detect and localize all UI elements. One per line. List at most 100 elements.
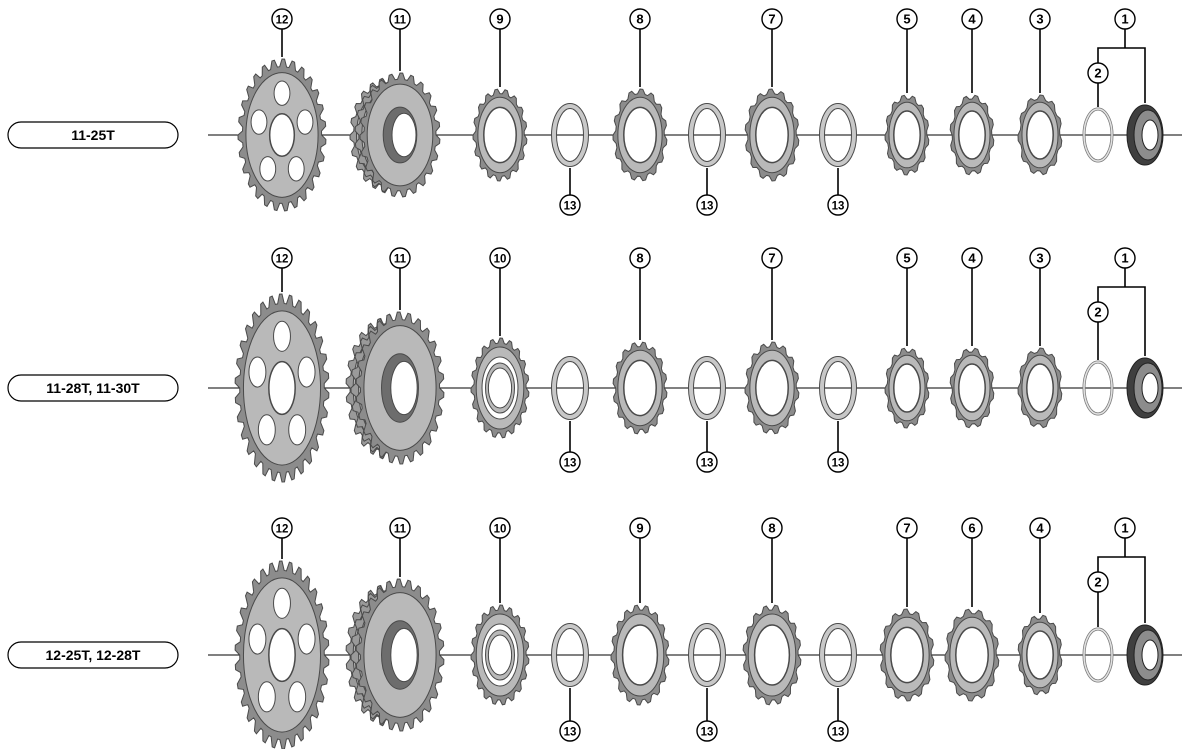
part-lockring-group-1-callout-number: 1 bbox=[1121, 12, 1128, 27]
part-sprocket-12-cutout bbox=[274, 588, 291, 618]
part-sprocket-12-cutout bbox=[289, 415, 306, 445]
part-lockring-group-1-sub-callout: 2 bbox=[1088, 302, 1108, 322]
part-sprocket-12-cutout bbox=[260, 157, 276, 181]
part-sprocket-12: 12 bbox=[235, 518, 329, 749]
part-sprocket-8: 8 bbox=[613, 248, 667, 434]
part-spacer-13-callout: 13 bbox=[560, 195, 580, 215]
part-sprocket-7-bore bbox=[891, 627, 923, 682]
part-spacer-13: 13 bbox=[822, 359, 854, 472]
part-spacer-13-callout: 13 bbox=[697, 452, 717, 472]
part-sprocket-12-cutout bbox=[288, 157, 304, 181]
part-spacer-13: 13 bbox=[691, 106, 723, 215]
part-spacer-13-callout: 13 bbox=[828, 195, 848, 215]
part-lockring-group-1-sub-callout-number: 2 bbox=[1094, 575, 1101, 590]
part-sprocket-12-callout: 12 bbox=[272, 9, 292, 29]
part-block-11-bore bbox=[392, 113, 416, 156]
part-sprocket-12: 12 bbox=[235, 248, 329, 482]
part-sprocket-10-callout-number: 10 bbox=[494, 254, 507, 266]
part-spacer-13-callout-number: 13 bbox=[832, 201, 845, 213]
part-sprocket-10-callout: 10 bbox=[490, 248, 510, 268]
part-sprocket-9: 9 bbox=[473, 9, 527, 181]
part-spacer-13-callout: 13 bbox=[560, 721, 580, 741]
part-lockring-group-1-lockring-bore bbox=[1142, 120, 1158, 150]
part-lockring-group-1-callout-number: 1 bbox=[1121, 521, 1128, 536]
part-sprocket-6-callout: 6 bbox=[962, 518, 982, 538]
part-lockring-group-1-bracket bbox=[1098, 557, 1145, 627]
part-sprocket-4: 4 bbox=[950, 9, 994, 175]
part-sprocket-4-bore bbox=[959, 111, 985, 159]
part-block-11-callout-number: 11 bbox=[394, 254, 407, 266]
part-block-11-callout: 11 bbox=[390, 518, 410, 538]
part-sprocket-8-callout-number: 8 bbox=[636, 251, 643, 266]
part-sprocket-7: 7 bbox=[880, 518, 934, 701]
part-sprocket-12-callout: 12 bbox=[272, 518, 292, 538]
part-sprocket-5-bore bbox=[894, 364, 920, 412]
part-sprocket-3-callout-number: 3 bbox=[1036, 12, 1043, 27]
part-sprocket-9-callout-number: 9 bbox=[636, 521, 643, 536]
part-sprocket-3-bore bbox=[1027, 111, 1053, 159]
part-sprocket-8-bore bbox=[624, 360, 656, 415]
part-lockring-group-1-callout: 1 bbox=[1115, 248, 1135, 268]
part-sprocket-5-callout-number: 5 bbox=[903, 12, 910, 27]
part-lockring-group-1: 12 bbox=[1084, 248, 1163, 418]
part-sprocket-12-callout-number: 12 bbox=[276, 524, 289, 536]
part-sprocket-5-bore bbox=[894, 111, 920, 159]
part-spacer-13: 13 bbox=[822, 106, 854, 215]
part-lockring-group-1-lockring-bore bbox=[1142, 373, 1158, 403]
part-block-11-callout-number: 11 bbox=[394, 15, 407, 27]
part-sprocket-12-cutout bbox=[298, 624, 315, 654]
part-sprocket-8-callout-number: 8 bbox=[636, 12, 643, 27]
part-sprocket-7-callout: 7 bbox=[897, 518, 917, 538]
part-lockring-group-1: 12 bbox=[1084, 9, 1163, 165]
part-sprocket-10-bore bbox=[488, 368, 511, 408]
part-sprocket-7-callout: 7 bbox=[762, 9, 782, 29]
part-sprocket-5: 5 bbox=[885, 248, 929, 428]
part-sprocket-4: 4 bbox=[950, 248, 994, 428]
part-block-11-callout: 11 bbox=[390, 248, 410, 268]
part-sprocket-3: 3 bbox=[1018, 248, 1062, 428]
part-sprocket-8-callout: 8 bbox=[630, 9, 650, 29]
part-lockring-group-1-sub-callout: 2 bbox=[1088, 572, 1108, 592]
part-sprocket-8-callout: 8 bbox=[630, 248, 650, 268]
part-sprocket-12-cutout bbox=[274, 81, 290, 105]
part-lockring-group-1-sub-callout-number: 2 bbox=[1094, 66, 1101, 81]
part-spacer-13: 13 bbox=[691, 626, 723, 741]
part-sprocket-4-callout-number: 4 bbox=[968, 12, 976, 27]
part-sprocket-5: 5 bbox=[885, 9, 929, 175]
part-spacer-13: 13 bbox=[554, 106, 586, 215]
ratio-label: 12-25T, 12-28T bbox=[8, 642, 178, 668]
part-sprocket-9-callout-number: 9 bbox=[496, 12, 503, 27]
part-spacer-13-callout-number: 13 bbox=[564, 201, 577, 213]
part-sprocket-7-callout: 7 bbox=[762, 248, 782, 268]
cassette-row-1: 11-25T121191381371354312 bbox=[8, 9, 1182, 215]
part-block-11-callout-number: 11 bbox=[394, 524, 407, 536]
part-sprocket-12-bore bbox=[269, 362, 295, 415]
part-sprocket-5-callout-number: 5 bbox=[903, 251, 910, 266]
part-spacer-13-callout: 13 bbox=[560, 452, 580, 472]
part-spacer-13-callout-number: 13 bbox=[564, 727, 577, 739]
part-sprocket-10-callout-number: 10 bbox=[494, 524, 507, 536]
part-sprocket-12-cutout bbox=[258, 415, 275, 445]
part-lockring-group-1-bracket bbox=[1098, 287, 1145, 360]
part-sprocket-7-callout-number: 7 bbox=[903, 521, 910, 536]
part-sprocket-4-bore bbox=[1027, 631, 1053, 679]
part-sprocket-6-callout-number: 6 bbox=[968, 521, 975, 536]
part-sprocket-12-cutout bbox=[289, 682, 306, 712]
part-sprocket-8-bore bbox=[624, 107, 656, 162]
part-spacer-13-callout-number: 13 bbox=[701, 458, 714, 470]
part-lockring-group-1-callout: 1 bbox=[1115, 9, 1135, 29]
part-sprocket-7: 7 bbox=[745, 9, 799, 181]
part-sprocket-4-callout: 4 bbox=[1030, 518, 1050, 538]
part-sprocket-7-bore bbox=[756, 107, 788, 162]
part-spacer-13-callout: 13 bbox=[828, 721, 848, 741]
part-sprocket-8: 8 bbox=[613, 9, 667, 181]
part-sprocket-12: 12 bbox=[238, 9, 326, 211]
part-spacer-13-callout: 13 bbox=[697, 721, 717, 741]
part-lockring-group-1-lockring-bore bbox=[1142, 640, 1158, 670]
part-sprocket-10: 10 bbox=[471, 248, 529, 438]
part-spacer-13: 13 bbox=[822, 626, 854, 741]
part-sprocket-12-cutout bbox=[251, 110, 267, 134]
ratio-label: 11-28T, 11-30T bbox=[8, 375, 178, 401]
